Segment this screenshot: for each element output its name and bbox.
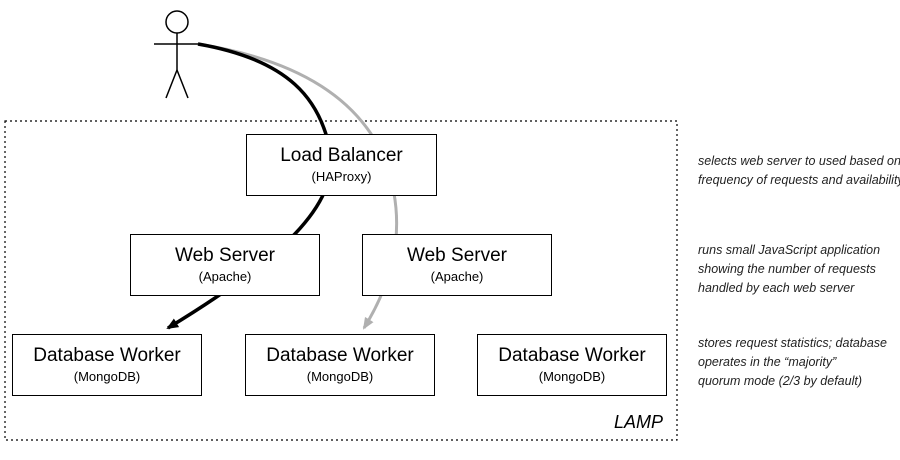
database-worker-3-subtitle: (MongoDB) — [538, 369, 606, 384]
web-server-2-title: Web Server — [407, 245, 507, 266]
load-balancer-subtitle: (HAProxy) — [311, 169, 372, 184]
database-worker-box-1: Database Worker (MongoDB) — [12, 334, 202, 396]
web-server-note-line: runs small JavaScript application — [698, 243, 881, 257]
web-server-note-line: showing the number of requests — [698, 262, 876, 276]
web-server-box-1: Web Server (Apache) — [130, 234, 320, 296]
web-server-box-2: Web Server (Apache) — [362, 234, 552, 296]
load-balancer-note: selects web server to used based on freq… — [698, 152, 900, 190]
database-worker-2-title: Database Worker — [266, 345, 414, 366]
lamp-label: LAMP — [614, 412, 664, 432]
load-balancer-box: Load Balancer (HAProxy) — [246, 134, 437, 196]
load-balancer-title: Load Balancer — [280, 145, 403, 166]
web-server-note: runs small JavaScript application showin… — [698, 241, 880, 298]
database-worker-2-subtitle: (MongoDB) — [306, 369, 374, 384]
database-worker-1-subtitle: (MongoDB) — [73, 369, 141, 384]
web-server-1-subtitle: (Apache) — [198, 269, 252, 284]
lamp-boundary — [4, 120, 678, 441]
load-balancer-note-line: selects web server to used based on — [698, 154, 900, 168]
database-worker-3-title: Database Worker — [498, 345, 646, 366]
database-note-line: stores request statistics; database — [698, 336, 887, 350]
database-note-line: quorum mode (2/3 by default) — [698, 374, 862, 388]
web-server-note-line: handled by each web server — [698, 281, 855, 295]
database-note: stores request statistics; database oper… — [698, 334, 887, 391]
database-worker-box-2: Database Worker (MongoDB) — [245, 334, 435, 396]
web-server-2-subtitle: (Apache) — [430, 269, 484, 284]
database-worker-1-title: Database Worker — [33, 345, 181, 366]
stick-figure-icon — [154, 10, 200, 99]
database-note-line: operates in the “majority” — [698, 355, 837, 369]
load-balancer-note-line: frequency of requests and availability — [698, 173, 900, 187]
web-server-1-title: Web Server — [175, 245, 275, 266]
database-worker-box-3: Database Worker (MongoDB) — [477, 334, 667, 396]
